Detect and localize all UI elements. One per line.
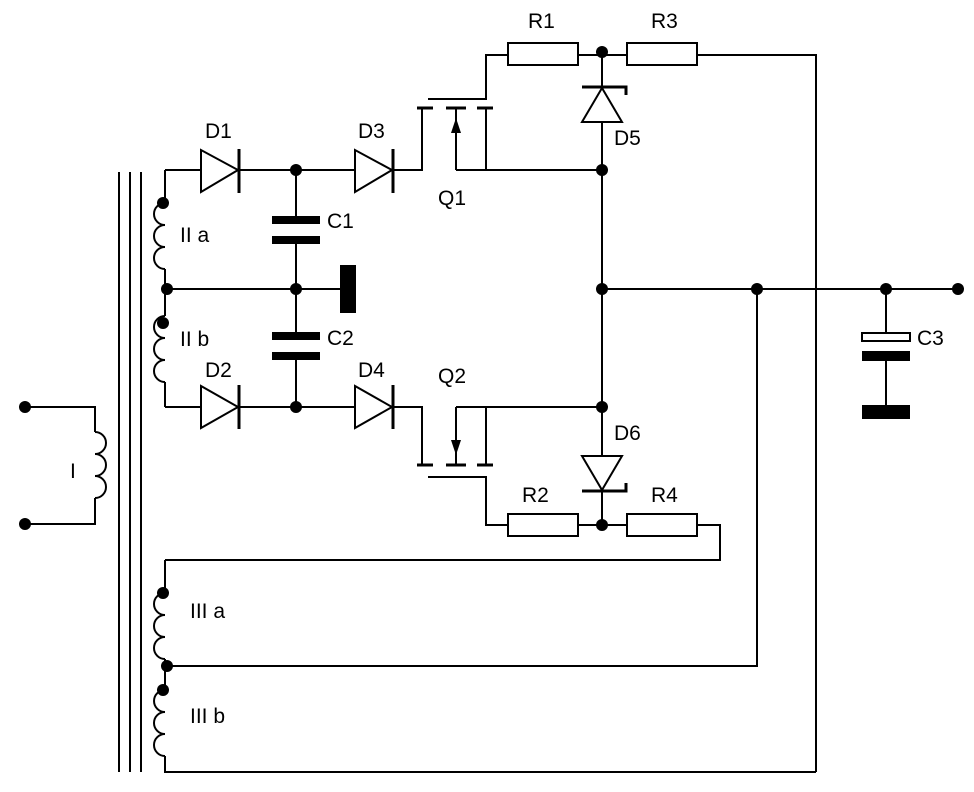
resistor-R4[interactable]: R4 [626,484,698,537]
transistor-Q2[interactable]: Q2 [417,365,602,526]
junction-dot [596,519,608,531]
secondary-winding-IIIa: III a [153,560,225,672]
secondary-winding-IIa: II a [153,170,210,289]
diode-D2-label: D2 [205,359,232,382]
primary-winding-label: I [70,460,76,483]
transformer-core [118,172,142,772]
center-tap [161,265,356,313]
winding-IIb-label: II b [180,328,209,351]
junction-dot [290,401,302,413]
diode-D1-label: D1 [205,120,232,143]
capacitor-C3-label: C3 [917,327,944,350]
resistor-R3-label: R3 [651,10,678,33]
winding-IIIb-label: III b [190,705,225,728]
secondary-winding-IIIb: III b [153,666,816,773]
bottom-rail: D2 D4 [165,359,423,465]
transistor-Q1-label: Q1 [438,187,466,210]
resistor-R1[interactable]: R1 [507,10,579,66]
resistor-R3[interactable]: R3 [626,10,698,66]
diode-D1[interactable]: D1 [200,120,241,194]
capacitor-C3[interactable]: C3 [861,289,944,419]
winding-IIb-polarity-dot [157,317,169,329]
diode-D3-label: D3 [358,120,385,143]
zener-D5[interactable]: D5 [580,55,641,170]
diode-D3[interactable]: D3 [354,120,395,194]
zener-D6[interactable]: D6 [580,407,641,525]
diode-D4-label: D4 [358,359,385,382]
transistor-Q1[interactable]: Q1 [417,54,602,210]
resistor-R2-label: R2 [522,484,549,507]
wire-R4-to-IIIa [165,524,721,561]
secondary-winding-IIb: II b [153,289,209,407]
diode-D2[interactable]: D2 [200,359,241,430]
ground-symbol [862,405,910,419]
primary-winding-I: I [19,401,107,530]
junction-dot [161,660,173,672]
ground-symbol [340,265,356,313]
junction-dot [596,46,608,58]
capacitor-C2-label: C2 [327,327,354,350]
diode-D4[interactable]: D4 [354,359,395,430]
winding-IIa-label: II a [180,224,210,247]
winding-IIIa-label: III a [190,600,225,623]
zener-D6-label: D6 [614,422,641,445]
transistor-Q2-label: Q2 [438,365,466,388]
wire-output-to-IIIab-tap [165,289,758,667]
top-rail: D1 D3 [165,108,423,194]
zener-D5-label: D5 [614,127,641,150]
resistor-R2[interactable]: R2 [507,484,579,537]
resistor-R4-label: R4 [651,484,678,507]
capacitor-C1-label: C1 [327,210,354,233]
resistor-R1-label: R1 [528,10,555,33]
wire-R3-to-IIIb [697,54,817,772]
output-terminal[interactable] [952,283,964,295]
capacitor-C2[interactable]: C2 [272,289,354,407]
output-node [165,170,964,667]
